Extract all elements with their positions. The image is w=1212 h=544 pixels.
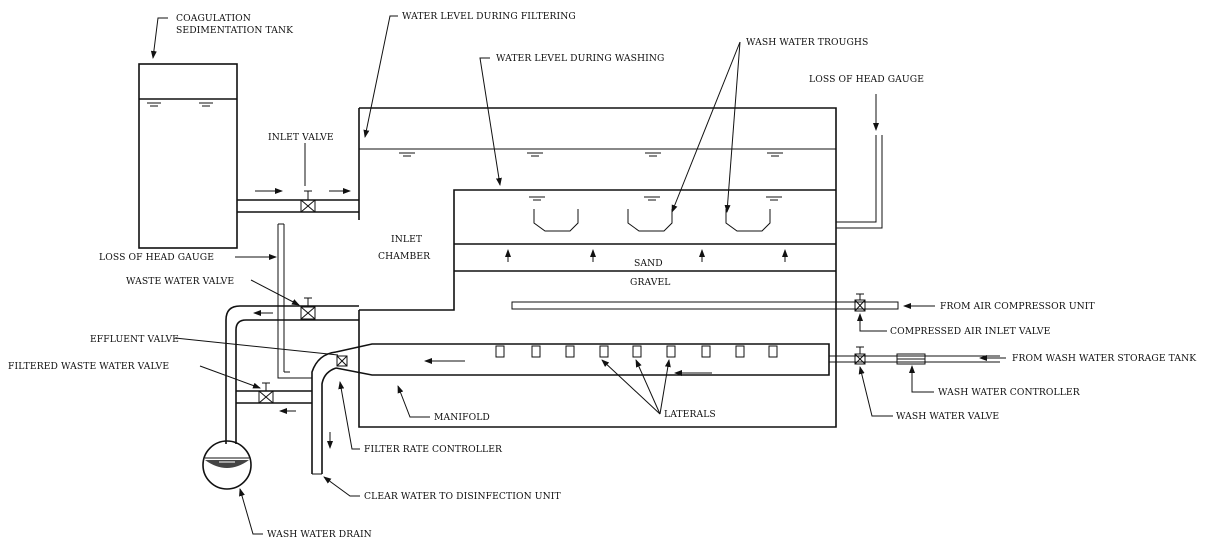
waste-water-valve[interactable] [300,297,316,320]
label-gravel: GRAVEL [630,277,670,288]
label-wash-water-valve: WASH WATER VALVE [896,411,999,422]
label-water-level-washing: WATER LEVEL DURING WASHING [496,53,664,64]
leader-lines [150,15,1006,535]
label-wash-water-troughs: WASH WATER TROUGHS [746,37,868,48]
upflow-arrows [505,249,788,262]
loss-of-head-gauge-right [836,135,883,229]
label-coagulation: COAGULATION [176,13,251,24]
effluent-valve[interactable] [336,355,348,367]
effluent-pipe [277,351,337,475]
label-loss-of-head-gauge-left: LOSS OF HEAD GAUGE [99,252,214,263]
label-clear-water: CLEAR WATER TO DISINFECTION UNIT [364,491,562,502]
label-inlet: INLET [391,234,423,245]
label-sedimentation-tank: SEDIMENTATION TANK [176,25,293,36]
filtered-waste-water-pipe [236,390,312,414]
label-from-air-compressor: FROM AIR COMPRESSOR UNIT [940,301,1096,312]
filter-tank [335,107,899,428]
inlet-chamber-wall [359,189,836,311]
waste-water-pipe [225,305,359,444]
inlet-valve[interactable] [300,190,316,213]
inlet-pipe [237,188,359,213]
compressed-air-pipe [511,301,899,310]
label-manifold: MANIFOLD [434,412,490,423]
label-from-wash-water-storage: FROM WASH WATER STORAGE TANK [1012,353,1196,364]
label-wash-water-controller: WASH WATER CONTROLLER [938,387,1081,398]
label-sand: SAND [634,258,663,269]
wash-water-troughs [533,209,771,232]
label-water-level-filtering: WATER LEVEL DURING FILTERING [402,11,576,22]
label-loss-of-head-gauge-right: LOSS OF HEAD GAUGE [809,74,924,85]
label-wash-water-drain: WASH WATER DRAIN [267,529,372,540]
manifold [335,343,830,376]
loss-of-head-gauge-left [277,223,285,372]
label-laterals: LATERALS [664,409,716,420]
label-compressed-air-inlet-valve: COMPRESSED AIR INLET VALVE [890,326,1050,337]
label-effluent-valve: EFFLUENT VALVE [90,334,179,345]
wash-water-valve[interactable] [854,346,866,365]
labels: COAGULATION SEDIMENTATION TANK WATER LEV… [8,11,1196,540]
water-level-marks-washing [529,196,782,201]
wash-water-drain [202,440,252,490]
filtered-waste-water-valve[interactable] [258,382,274,404]
laterals [495,345,778,358]
label-waste-water-valve: WASTE WATER VALVE [126,276,234,287]
water-level-marks-filtering [399,152,783,157]
label-inlet-valve: INLET VALVE [268,132,334,143]
coagulation-sedimentation-tank [138,63,238,249]
label-filter-rate-controller: FILTER RATE CONTROLLER [364,444,503,455]
label-chamber: CHAMBER [378,251,431,262]
label-filtered-waste-water-valve: FILTERED WASTE WATER VALVE [8,361,169,372]
compressed-air-inlet-valve[interactable] [854,293,866,312]
